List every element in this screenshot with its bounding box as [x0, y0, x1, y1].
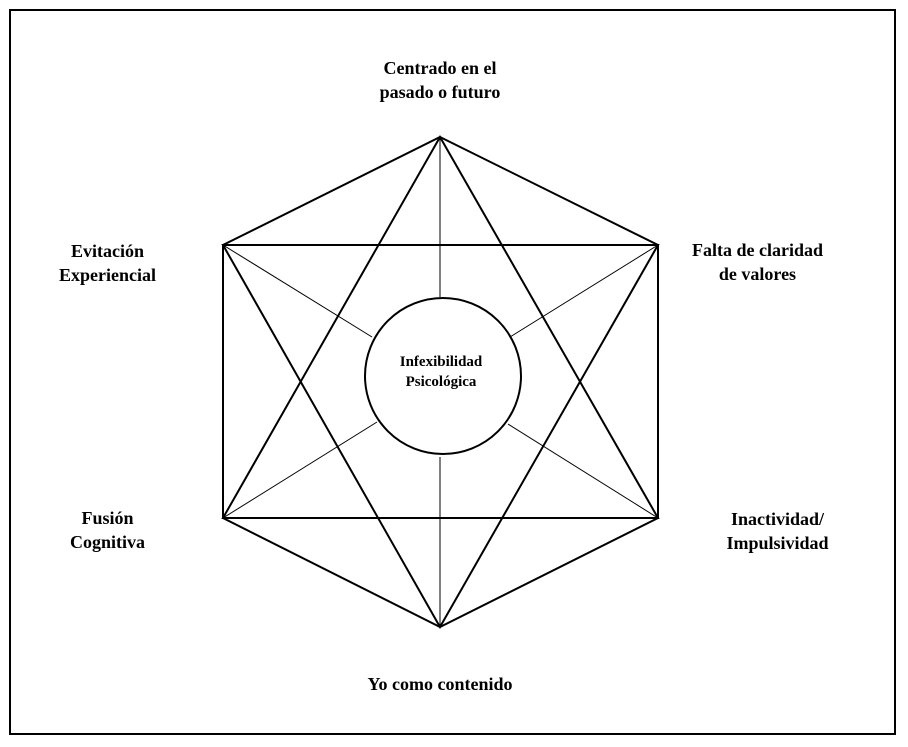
spoke-bottom-left	[222, 421, 378, 519]
node-label-top-line2: pasado o futuro	[379, 82, 501, 102]
node-label-top-left-line1: Evitación	[70, 241, 144, 261]
node-label-bottom-right-line2: Impulsividad	[726, 533, 829, 553]
spoke-top-right	[509, 244, 659, 338]
node-label-top-left: Evitación Experiencial	[30, 239, 185, 287]
node-label-top-right-line1: Falta de claridad	[692, 240, 823, 260]
node-label-bottom-right: Inactividad/ Impulsividad	[690, 507, 865, 555]
spoke-top-left	[222, 244, 373, 338]
node-label-top-right-line2: de valores	[718, 264, 797, 284]
node-label-bottom: Yo como contenido	[310, 672, 570, 696]
center-label-line2: Psicológica	[405, 374, 477, 390]
node-label-top-right: Falta de claridad de valores	[670, 238, 845, 286]
diagram-frame	[9, 9, 896, 735]
center-circle	[364, 297, 522, 455]
node-label-bottom-right-line1: Inactividad/	[730, 509, 825, 529]
node-label-bottom-left-line2: Cognitiva	[69, 532, 145, 552]
node-label-top: Centrado en el pasado o futuro	[340, 56, 540, 104]
spoke-bottom-right	[507, 423, 659, 519]
center-label-line1: Infexibilidad	[399, 354, 483, 370]
node-label-bottom-left-line1: Fusión	[81, 508, 134, 528]
node-label-bottom-line1: Yo como contenido	[367, 674, 513, 694]
node-label-bottom-left: Fusión Cognitiva	[30, 506, 185, 554]
node-label-top-line1: Centrado en el	[383, 58, 497, 78]
center-label: Infexibilidad Psicológica	[366, 352, 516, 392]
node-label-top-left-line2: Experiencial	[59, 265, 156, 285]
